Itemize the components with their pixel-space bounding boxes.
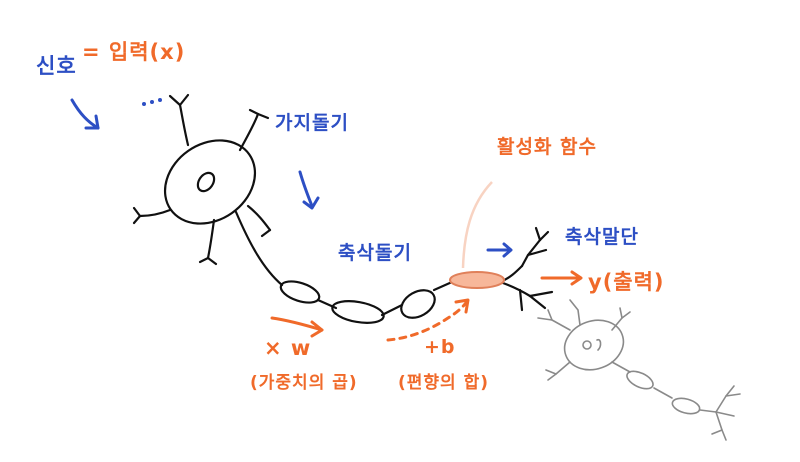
dendrite-arrow (298, 170, 314, 208)
activation-highlight (449, 271, 505, 289)
input-label: = 입력(x) (82, 40, 186, 64)
weight-product-label: (가중치의 곱) (250, 373, 358, 393)
axon-line (234, 210, 284, 287)
axon-terminal-branches (498, 226, 554, 312)
next-neuron (537, 299, 741, 441)
output-label: y(출력) (588, 270, 665, 294)
times-w-label: × w (264, 336, 312, 360)
main-neuron (132, 93, 554, 324)
cell-body (163, 139, 257, 225)
signal-arrow (70, 98, 100, 130)
activation-pointer (461, 181, 493, 269)
dendrite-label: 가지돌기 (275, 112, 349, 134)
dendrites (132, 93, 272, 266)
orange-arrows (270, 270, 583, 342)
axon-label: 축삭돌기 (338, 242, 412, 264)
blue-arrows (70, 98, 513, 258)
myelin-sheath (400, 289, 436, 319)
myelin-sheath (279, 280, 321, 304)
activation-function-label: 활성화 함수 (497, 136, 598, 158)
ellipsis-dots (142, 98, 162, 106)
bias-arrow (386, 298, 470, 342)
axon-terminal-label: 축삭말단 (565, 226, 639, 248)
nucleus (196, 171, 216, 193)
plus-b-label: +b (424, 336, 456, 358)
myelin-sheath (331, 300, 385, 324)
signal-label: 신호 (36, 54, 77, 78)
bias-sum-label: (편향의 합) (398, 373, 490, 393)
weight-arrow (270, 316, 324, 332)
